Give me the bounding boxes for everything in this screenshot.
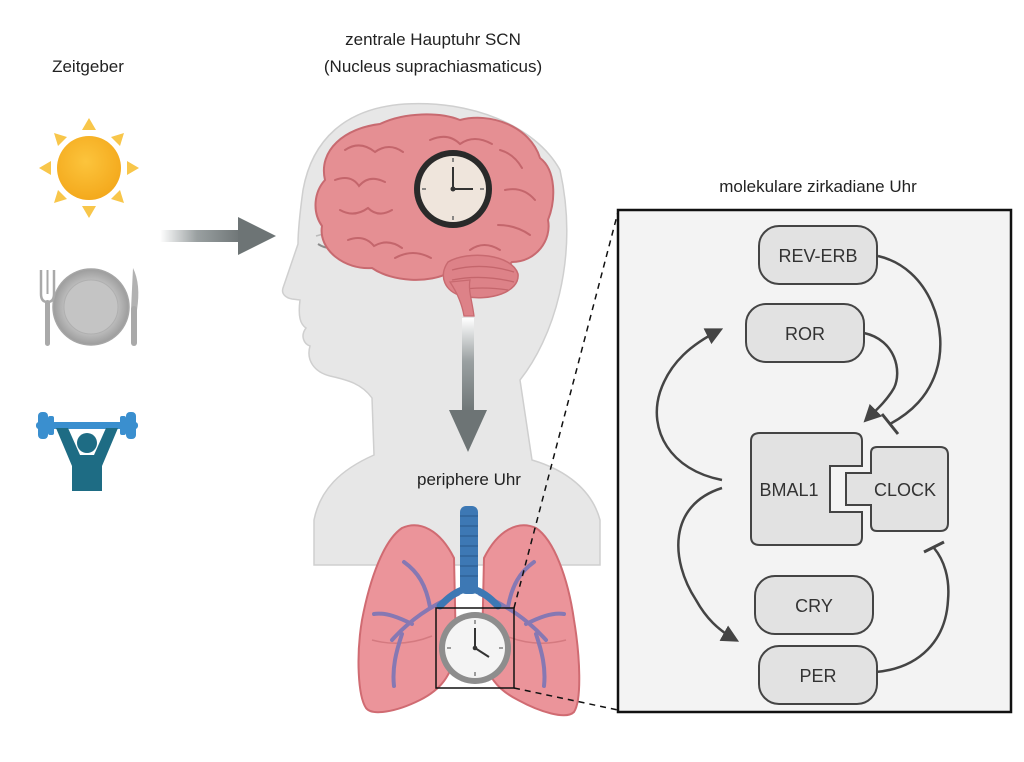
clock-label: CLOCK	[874, 480, 936, 500]
zoom-line-top	[513, 211, 619, 609]
zoom-line-bottom	[513, 687, 619, 711]
ror-box: ROR	[745, 303, 865, 363]
zeitgeber-label: Zeitgeber	[52, 57, 124, 76]
plate-with-cutlery-icon	[39, 268, 139, 346]
rev-erb-inhibition-arrow	[877, 254, 942, 426]
central-clock-title-line1: zentrale Hauptuhr SCN	[345, 30, 521, 49]
zeitgeber-to-brain-arrow	[160, 217, 276, 255]
bmal1-label: BMAL1	[759, 480, 818, 500]
per-label: PER	[799, 666, 836, 686]
weightlifter-icon	[36, 412, 138, 491]
sun-icon	[39, 118, 139, 218]
feedback-arrows	[655, 254, 950, 674]
bmal1-box: BMAL1	[750, 432, 863, 546]
molecular-clock-title: molekulare zirkadiane Uhr	[719, 177, 917, 196]
brain-to-periphery-arrow	[449, 318, 487, 452]
bmal1-to-per-arrow	[677, 486, 740, 642]
peripheral-clock-frame	[435, 607, 515, 689]
central-clock-title-line2: (Nucleus suprachiasmaticus)	[324, 57, 542, 76]
rev-erb-box: REV-ERB	[758, 225, 878, 285]
per-box: PER	[758, 645, 878, 705]
central-clock-icon	[414, 150, 492, 228]
rev-erb-label: REV-ERB	[778, 246, 857, 266]
per-cry-inhibition-arrow	[875, 547, 950, 674]
ror-activation-arrow	[863, 331, 899, 423]
peripheral-clock-label: periphere Uhr	[417, 470, 521, 489]
clock-box: CLOCK	[845, 446, 949, 532]
ror-label: ROR	[785, 324, 825, 344]
bmal1-to-ror-arrow	[655, 328, 724, 482]
peripheral-clock-icon	[439, 612, 511, 684]
cry-label: CRY	[795, 596, 833, 616]
cry-box: CRY	[754, 575, 874, 635]
lungs	[357, 506, 581, 717]
